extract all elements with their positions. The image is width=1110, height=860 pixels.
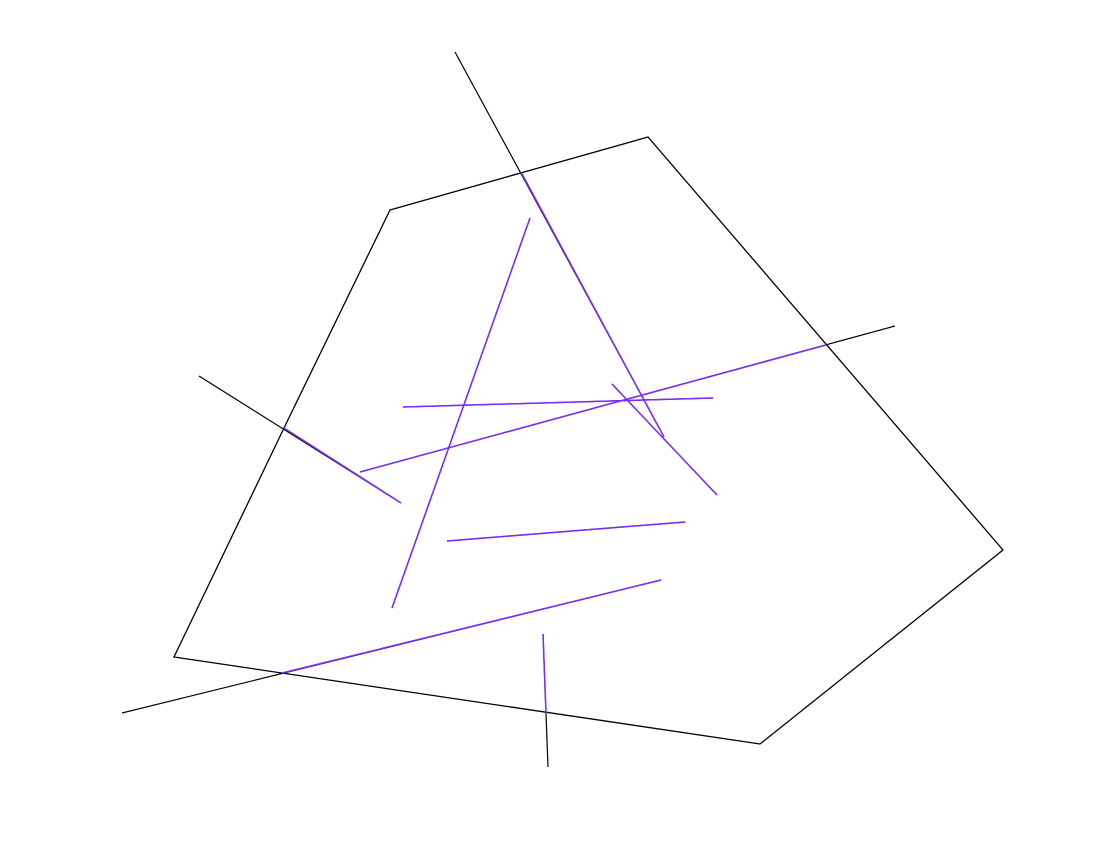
clipped-segment-7	[402, 397, 714, 408]
clipped-segment-4	[281, 579, 662, 674]
clipped-segment-9	[446, 521, 686, 542]
clipped-segment-2	[283, 427, 402, 504]
clipped-segment-5	[542, 633, 547, 714]
clipped-segment-8	[611, 383, 718, 496]
clipped-segments-layer	[281, 171, 827, 714]
clipped-segment-1	[520, 171, 665, 438]
clipped-segment-3	[359, 344, 827, 473]
clipped-segment-6	[391, 217, 531, 609]
